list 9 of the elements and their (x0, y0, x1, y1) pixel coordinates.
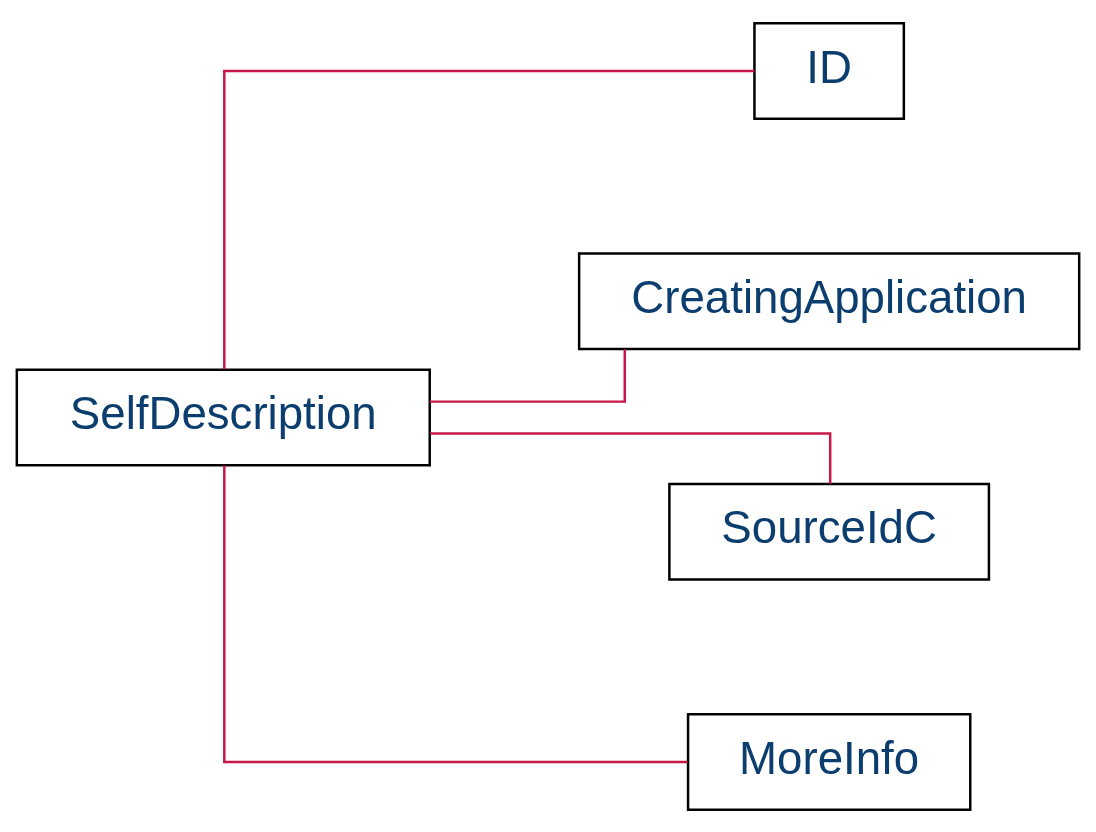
node-box: SourceIdC (668, 482, 991, 581)
node-box: SelfDescription (15, 368, 431, 466)
node-box: MoreInfo (686, 712, 972, 811)
connector (223, 69, 755, 369)
connector (430, 431, 832, 484)
connector (223, 464, 688, 763)
node-box: CreatingApplication (577, 251, 1081, 350)
node-box: ID (753, 21, 906, 120)
connector (429, 348, 626, 403)
